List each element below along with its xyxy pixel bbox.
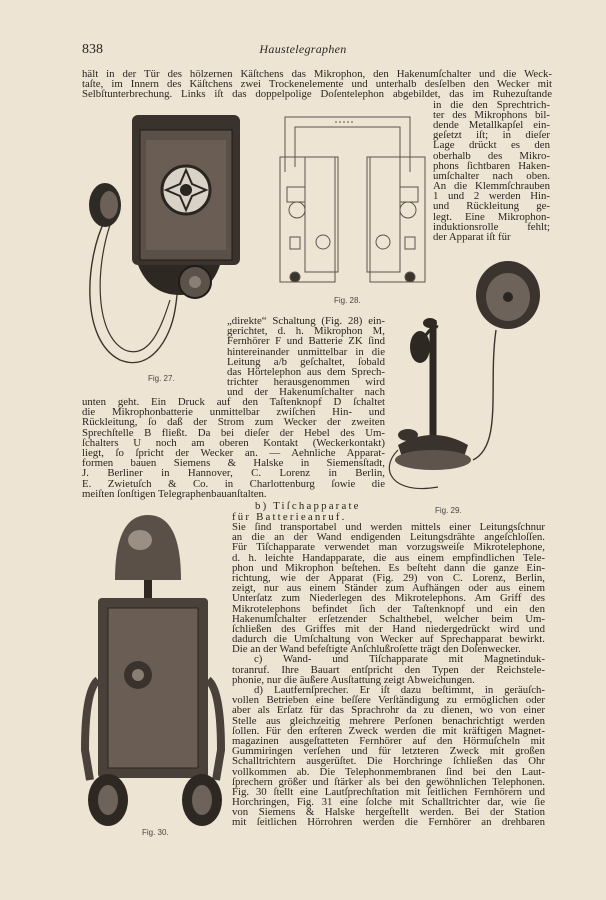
text-line: ter des Mikrophons bil- [433, 108, 550, 121]
text-line: Unterſatz zum Niederlegen des Mikrotelep… [232, 592, 545, 605]
text-line: gerichtet, d. h. Mikrophon M, [227, 325, 385, 338]
text-line: Lage drückt es den [433, 139, 550, 152]
text-line: zeigt, nur aus einem Ständer zum Aufhäng… [232, 582, 545, 595]
text-line: An die Klemmſchrauben [433, 180, 550, 193]
figure-29-table-telephone [388, 261, 540, 489]
text-line: ſchließen des Griffes mit der Hand niede… [232, 622, 545, 635]
figure-27-caption: Fig. 27. [148, 374, 175, 383]
text-line: hält in der Tür des hölzernen Käſtchens … [82, 68, 552, 80]
text-line: trichter herausgenommen wird [227, 376, 385, 389]
text-line: d) Lautfernſprecher. Er iſt dazu beſtimm… [254, 684, 545, 696]
text-line: Fig. 30 ſtellt eine Lautſprechſtation mi… [232, 785, 545, 798]
heading-b: b) Tiſchapparate [255, 500, 385, 512]
text-line: dadurch die Umſchaltung von Wecker auf S… [232, 633, 545, 646]
text-line: hintereinander unmittelbar in die [227, 345, 385, 358]
text-line: legt. Eine Mikrophon- [433, 210, 550, 223]
running-title: Haustelegraphen [259, 42, 347, 56]
text-line: J. Berliner in Hannover, C. Lorenz in Be… [82, 467, 385, 480]
text-line: unten geht. Ein Druck auf den Taſtenknop… [82, 396, 385, 408]
text-line: magazinen ausgeſtatteten Fernhörer auf d… [232, 734, 545, 747]
text-line: Sprechſtelle B fließt. Da bei dieſer der… [82, 426, 385, 439]
text-line: „direkte“ Schaltung (Fig. 28) ein- [227, 315, 385, 327]
text-line: Gummiringen verſehen und für letzteren Z… [232, 745, 545, 758]
text-line: Rückleitung, ſo daß der Strom zum Wecker… [82, 416, 385, 429]
text-line: toranruf. Ihre Bauart entſpricht den Typ… [232, 663, 545, 676]
text-line: Schalltrichtern ausgerüſtet. Die Horchri… [232, 755, 545, 768]
text-line: ſchalters U noch am oberen Kontakt (Weck… [82, 436, 385, 449]
text-line: formen bauen Siemens & Halske in Siemens… [82, 457, 385, 470]
text-line: dende Metallkapſel ein- [433, 118, 550, 131]
text-line: induktionsrolle fehlt; [433, 220, 550, 233]
text-line: ſollen. Für den erſteren Zweck werden di… [232, 724, 545, 737]
text-line: phon und Mikrophon beſtehen. Es beſteht … [232, 561, 545, 574]
text-line: und Rückleitung ge- [433, 200, 550, 213]
text-line: E. Zwietuſch & Co. in Charlottenburg ſow… [82, 477, 385, 490]
text-line: von Siemens & Halske hergeſtellt werden.… [232, 806, 545, 819]
figure-30-loudspeaker-station [80, 515, 226, 826]
right-column-text: in die den Sprechtrich-ter des Mikrophon… [433, 98, 550, 244]
figure-28-circuit-diagram [279, 116, 426, 283]
text-line: Leitung a/b geſchaltet, ſobald [227, 355, 385, 368]
text-line: mit ſeitlichen Hörrohren werden die Fern… [232, 816, 545, 829]
text-line: ſprechern größer und ſtärker als bei den… [232, 775, 545, 788]
text-line: die Mikrophonbatterie unmittelbar zwiſch… [82, 406, 385, 419]
middle-column-text: „direkte“ Schaltung (Fig. 28) ein-gerich… [227, 315, 385, 399]
text-line: vollen Betrieben eine beſſere Verſtändig… [232, 694, 545, 707]
figure-30-caption: Fig. 30. [142, 828, 169, 837]
text-line: taſte, im Innern des Käſtchens zwei Troc… [82, 78, 552, 91]
text-line: umſchalter nach oben. [433, 169, 550, 182]
text-line: richtung, wie der Apparat (Fig. 29) von … [232, 571, 545, 584]
text-line: vollkommen ab. Die Telephonmembranen ſin… [232, 765, 545, 778]
text-line: phons ſichtbaren Haken- [433, 159, 550, 172]
heading-b-line1: b) Tiſchapparate [255, 500, 361, 512]
text-line: liegt, ſo ſpricht der Wecker an. — Aehnl… [82, 446, 385, 459]
figure-29-caption: Fig. 29. [435, 506, 462, 515]
text-line: und der Hakenumſchalter nach [227, 386, 385, 399]
text-line: Die an der Wand befeſtigte Anſchlußroſet… [232, 643, 521, 656]
text-line: Sie ſind transportabel und werden mittel… [232, 521, 545, 533]
text-line: aber als Erſatz für das Sprachrohr da zu… [232, 704, 545, 717]
text-line: das Hörtelephon aus dem Sprech- [227, 365, 385, 378]
text-line: Mikrotelephons befindet ſich der Taſtenk… [232, 602, 545, 615]
text-line: Hakenumſchalter erſetzender Schalthebel,… [232, 612, 545, 625]
text-line: meiſten ſonſtigen Telegraphenbauanſtalte… [82, 487, 267, 500]
text-line: d. h. leichte Handapparate, die aus eine… [232, 551, 545, 564]
text-line: 1 und 2 werden Hin- [433, 190, 550, 203]
page-number: 838 [82, 42, 103, 57]
heading-b-line2: für Batterieanruf. [232, 510, 347, 523]
figure-27-wall-telephone [89, 115, 240, 364]
text-line: Fernhörer F und Batterie ZK ſind [227, 335, 385, 348]
text-line: geſetzt iſt; in dieſer [433, 129, 550, 142]
text-line: Stelle aus gleichzeitig mehrere Perſonen… [232, 714, 545, 727]
text-line: in die den Sprechtrich- [433, 98, 550, 111]
heading-b-cont: für Batterieanruf. [232, 510, 362, 523]
text-line: Für Tiſchapparate verwendet man vorzugsw… [232, 541, 545, 554]
text-line: oberhalb des Mikro- [433, 149, 550, 162]
text-line: Selbſtunterbrechung. Links iſt das doppe… [82, 88, 552, 101]
figure-28-caption: Fig. 28. [334, 296, 361, 305]
text-line: phonie, nur die äußere Ausſtattung zeigt… [232, 673, 475, 686]
text-line: Horchringen, Fig. 31 eine ſolche mit Sch… [232, 796, 545, 809]
bottom-paragraph: Sie ſind transportabel und werden mittel… [232, 521, 545, 829]
text-line: an die an der Wand endigenden Leitungsdr… [232, 531, 545, 544]
top-paragraph: hält in der Tür des hölzernen Käſtchens … [82, 68, 552, 101]
text-line: der Apparat iſt für [433, 231, 511, 244]
text-line: c) Wand- und Tiſchapparate mit Magnetind… [254, 653, 545, 666]
lower-paragraph: unten geht. Ein Druck auf den Taſtenknop… [82, 396, 385, 500]
